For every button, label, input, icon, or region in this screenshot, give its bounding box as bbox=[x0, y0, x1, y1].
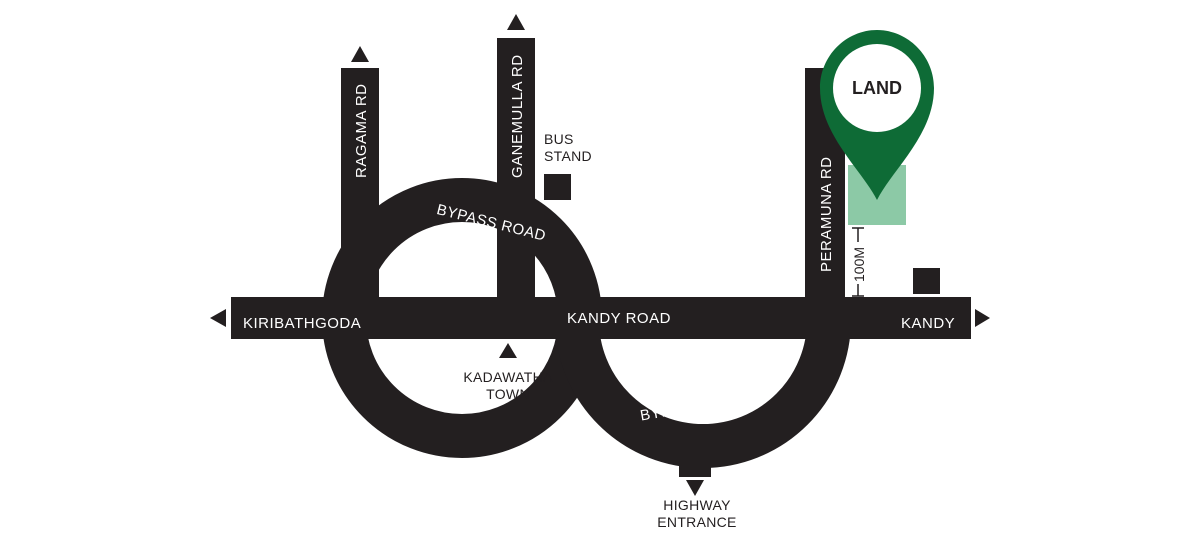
arrow-up-icon bbox=[507, 14, 525, 30]
place-label-bus-stand-2: STAND bbox=[544, 148, 592, 164]
highway-spur bbox=[679, 425, 711, 477]
landmark-marker bbox=[913, 268, 940, 294]
arrow-up-icon bbox=[499, 343, 517, 358]
kandy-road bbox=[231, 297, 971, 339]
place-label-kadawatha-1: KADAWATHA bbox=[463, 369, 553, 385]
distance-label: 100M bbox=[851, 247, 867, 282]
road-label-kandy: KANDY ROAD bbox=[567, 310, 671, 327]
place-label-kandy: KANDY bbox=[901, 315, 955, 332]
map-pin-icon: LAND bbox=[820, 30, 934, 200]
place-label-bus-stand-1: BUS bbox=[544, 131, 574, 147]
arrow-up-icon bbox=[351, 46, 369, 62]
road-label-ragama: RAGAMA RD bbox=[353, 83, 370, 178]
ganemulla-road bbox=[497, 38, 535, 300]
arrow-down-icon bbox=[686, 480, 704, 496]
place-label-highway-1: HIGHWAY bbox=[663, 497, 731, 513]
arrow-left-icon bbox=[210, 309, 226, 327]
arrow-right-icon bbox=[975, 309, 990, 327]
place-label-kadawatha-2: TOWN bbox=[486, 386, 530, 402]
road-label-peramuna: PERAMUNA RD bbox=[818, 156, 835, 272]
ragama-road bbox=[341, 68, 379, 300]
bus-stand-marker bbox=[544, 174, 571, 200]
place-label-highway-2: ENTRANCE bbox=[657, 514, 736, 530]
pin-label: LAND bbox=[852, 78, 902, 98]
place-label-kiribathgoda: KIRIBATHGODA bbox=[243, 315, 361, 332]
road-label-ganemulla: GANEMULLA RD bbox=[509, 54, 526, 178]
